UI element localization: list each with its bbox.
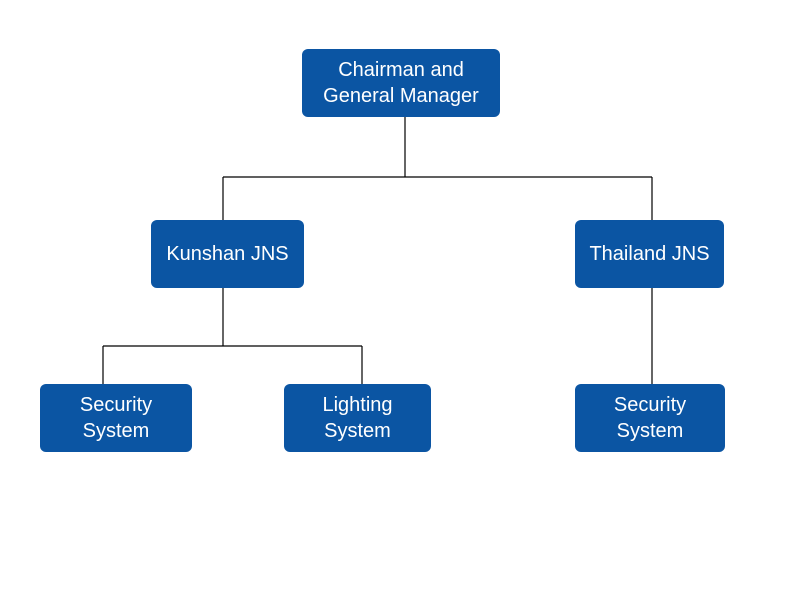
node-label: Security System [613,394,687,442]
node-label: Security System [79,394,153,442]
node-label: Chairman and General Manager [323,59,479,107]
node-thailand-jns: Thailand JNS [575,220,724,288]
node-label: Kunshan JNS [166,243,289,265]
node-chairman-general-manager: Chairman and General Manager [302,49,500,117]
node-kunshan-security-system: Security System [40,384,192,452]
node-kunshan-jns: Kunshan JNS [151,220,304,288]
node-kunshan-lighting-system: Lighting System [284,384,431,452]
node-label: Thailand JNS [589,243,710,265]
node-thailand-security-system: Security System [575,384,725,452]
node-label: Lighting System [322,394,393,442]
